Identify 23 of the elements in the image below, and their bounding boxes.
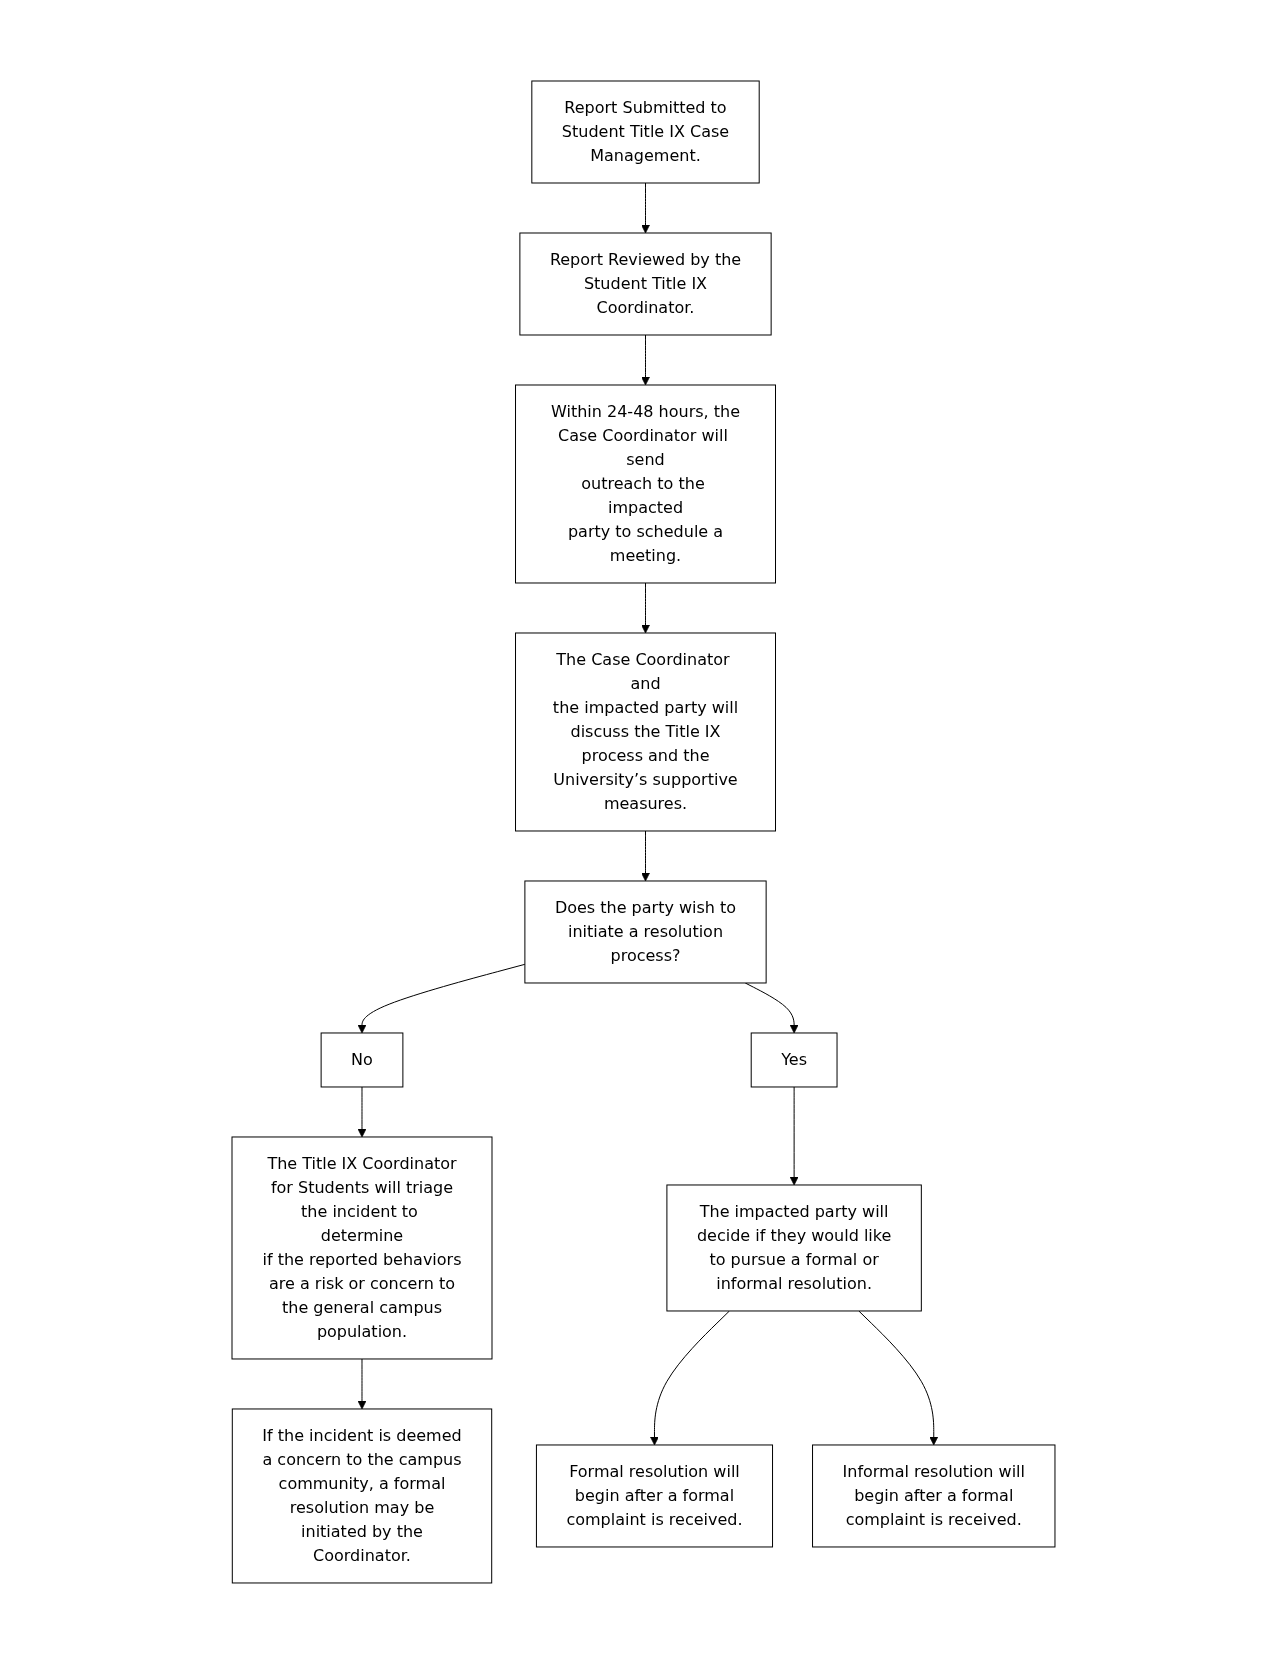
node-box: The Case Coordinator and the impacted party will discuss the Title IX process and the University’s supportive measures. (514, 632, 776, 831)
node-box: The impacted party will decide if they would like to pursue a formal or informal resolution. (665, 1184, 922, 1311)
node-box: Does the party wish to initiate a resolution process? (523, 880, 767, 983)
arrow (857, 1310, 938, 1445)
arrow (789, 1086, 799, 1185)
node-box: No (320, 1032, 403, 1087)
node-box: If the incident is deemed a concern to the campus community, a formal resolution may be initiated by the Coordinator. (231, 1408, 492, 1583)
arrow (744, 982, 799, 1033)
arrow (649, 1310, 730, 1445)
arrow (357, 1086, 366, 1137)
arrow (640, 582, 650, 633)
arrow (640, 830, 650, 881)
arrow (640, 334, 650, 385)
arrow (640, 182, 650, 233)
node-box: Informal resolution will begin after a formal complaint is received. (811, 1444, 1055, 1547)
arrow (357, 963, 525, 1033)
node-box: Formal resolution will begin after a formal complaint is received. (535, 1444, 773, 1547)
node-box: Yes (750, 1032, 838, 1087)
node-box: Within 24-48 hours, the Case Coordinator will send outreach to the impacted party to schedule a meeting. (514, 384, 776, 583)
node-box: The Title IX Coordinator for Students will triage the incident to determine if the reported behaviors are a risk or concern to the general campus population. (231, 1136, 492, 1359)
node-box: Report Submitted to Student Title IX Case Management. (530, 80, 760, 183)
node-box: Report Reviewed by the Student Title IX Coordinator. (518, 232, 772, 335)
arrow (357, 1358, 366, 1409)
